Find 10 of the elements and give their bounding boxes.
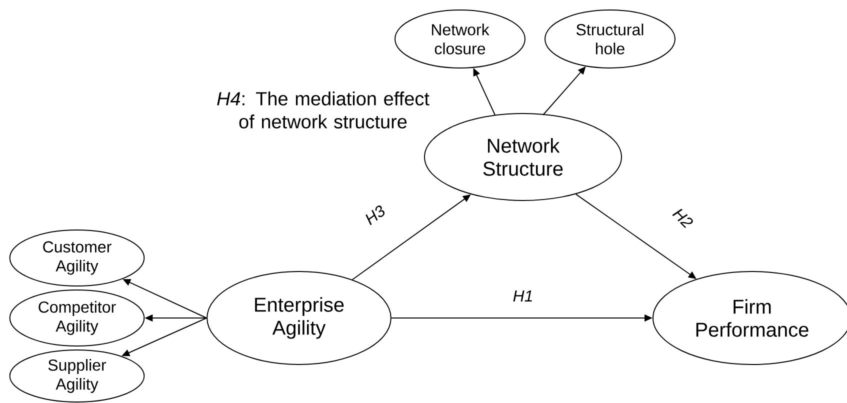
edge-label: H2 xyxy=(670,205,696,231)
edge-label: H3 xyxy=(362,202,388,228)
ellipse-node: Network Structure xyxy=(424,112,622,201)
ellipse-node: Structural hole xyxy=(544,10,676,68)
ellipse-node: Competitor Agility xyxy=(9,289,145,346)
edge-label: H1 xyxy=(512,289,534,302)
ellipse-node: Supplier Agility xyxy=(9,349,145,402)
ellipse-node: Network closure xyxy=(394,10,526,68)
ellipse-node: Enterprise Agility xyxy=(206,270,392,365)
ellipse-node: Customer Agility xyxy=(9,229,145,286)
